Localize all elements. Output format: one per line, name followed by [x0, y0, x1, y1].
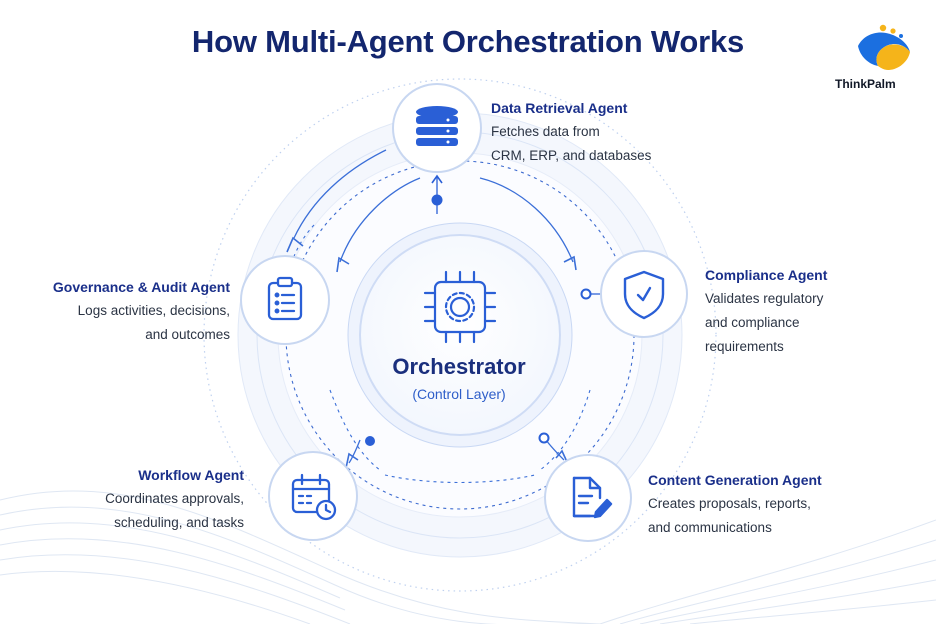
inner-connectors: [287, 224, 591, 484]
agent-node-workflow: [268, 451, 358, 541]
agent-desc-workflow: Coordinates approvals, scheduling, and t…: [40, 487, 244, 535]
agent-desc-data-retrieval: Fetches data from CRM, ERP, and database…: [491, 120, 651, 168]
agent-desc-line: and outcomes: [145, 327, 230, 342]
shield-check-icon: [623, 270, 665, 320]
orchestrator-subtitle: (Control Layer): [412, 386, 506, 402]
chip-gear-icon: [423, 270, 497, 344]
agent-desc-line: Creates proposals, reports,: [648, 496, 811, 511]
database-icon: [416, 106, 458, 146]
agent-desc-line: Fetches data from: [491, 124, 600, 139]
thinkpalm-logo-icon: [858, 24, 910, 70]
agent-title-data-retrieval: Data Retrieval Agent: [491, 100, 628, 116]
agent-desc-line: Logs activities, decisions,: [77, 303, 230, 318]
clipboard-icon: [267, 276, 303, 321]
background-waves: [0, 490, 936, 624]
orchestrator-title: Orchestrator: [392, 354, 526, 379]
agent-title-governance: Governance & Audit Agent: [52, 279, 230, 295]
page-title: How Multi-Agent Orchestration Works: [191, 24, 745, 59]
agent-desc-line: Coordinates approvals,: [105, 491, 244, 506]
agent-desc-governance: Logs activities, decisions, and outcomes: [20, 299, 230, 347]
agent-node-compliance: [600, 250, 688, 338]
link-nodes: [365, 174, 602, 446]
calendar-clock-icon: [291, 473, 337, 521]
agent-desc-content-generation: Creates proposals, reports, and communic…: [648, 492, 811, 540]
agent-desc-line: scheduling, and tasks: [114, 515, 244, 530]
agent-desc-line: Validates regulatory: [705, 291, 824, 306]
agent-node-governance: [240, 255, 330, 345]
agent-desc-line: and communications: [648, 520, 772, 535]
agent-desc-line: requirements: [705, 339, 784, 354]
agent-desc-line: and compliance: [705, 315, 800, 330]
agent-title-workflow: Workflow Agent: [138, 467, 244, 483]
agent-desc-compliance: Validates regulatory and compliance requ…: [705, 287, 823, 359]
agent-desc-line: CRM, ERP, and databases: [491, 148, 652, 163]
document-pen-icon: [572, 476, 613, 519]
agent-title-content-generation: Content Generation Agent: [648, 472, 822, 488]
agent-node-content-generation: [544, 454, 632, 542]
brand-name: ThinkPalm: [835, 77, 896, 91]
agent-title-compliance: Compliance Agent: [705, 267, 828, 283]
